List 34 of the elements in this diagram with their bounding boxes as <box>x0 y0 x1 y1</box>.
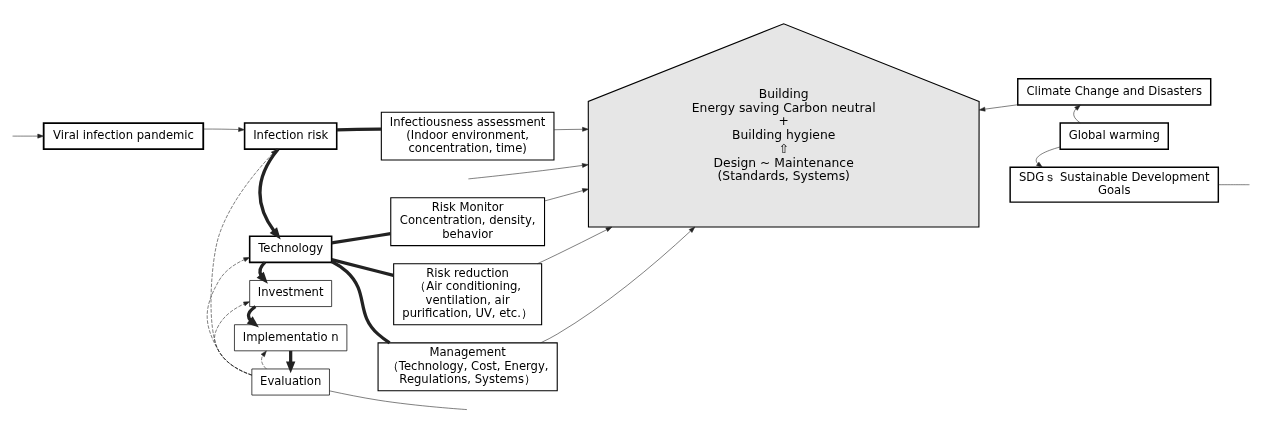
arrow <box>540 226 696 343</box>
connector <box>330 259 391 344</box>
node-box: Infection risk <box>243 121 338 150</box>
arrow <box>544 187 589 201</box>
connector <box>331 257 394 277</box>
arrow <box>1073 104 1081 123</box>
node-box: Technology <box>248 234 333 263</box>
connector <box>1218 183 1250 185</box>
node-box: Investment <box>249 279 332 307</box>
node-box: Global warming <box>1059 121 1169 150</box>
arrow <box>537 226 613 264</box>
arrow <box>260 350 267 369</box>
node-box: Climate Change and Disasters <box>1017 77 1212 106</box>
connector <box>336 126 382 131</box>
arrow <box>1035 146 1061 168</box>
node-box: Management （Technology, Cost, Energy, Regulations, Systems） <box>377 341 558 391</box>
node-box: Evaluation <box>251 368 330 395</box>
arrow <box>978 103 1018 111</box>
node-box: Risk Monitor Concentration, density, behavior <box>390 196 546 246</box>
connector <box>331 231 391 245</box>
arrow <box>214 300 253 375</box>
node-box: Viral infection pandemic <box>42 121 205 150</box>
arrow <box>206 256 253 375</box>
connector <box>329 390 468 410</box>
node-box: Implementatio n <box>234 323 348 351</box>
arrow <box>468 162 589 179</box>
arrow <box>553 126 589 132</box>
arrow <box>12 133 44 138</box>
arrow <box>210 148 278 375</box>
node-box: Infectiousness assessment (Indoor environment, concentration, time) <box>380 111 555 161</box>
node-box: Risk reduction （Air conditioning, ventilation, air purification, UV, etc.） <box>393 262 543 325</box>
node-box: SDGｓ Sustainable Development Goals <box>1009 166 1220 203</box>
arrow <box>203 126 245 132</box>
arrow <box>258 147 281 239</box>
